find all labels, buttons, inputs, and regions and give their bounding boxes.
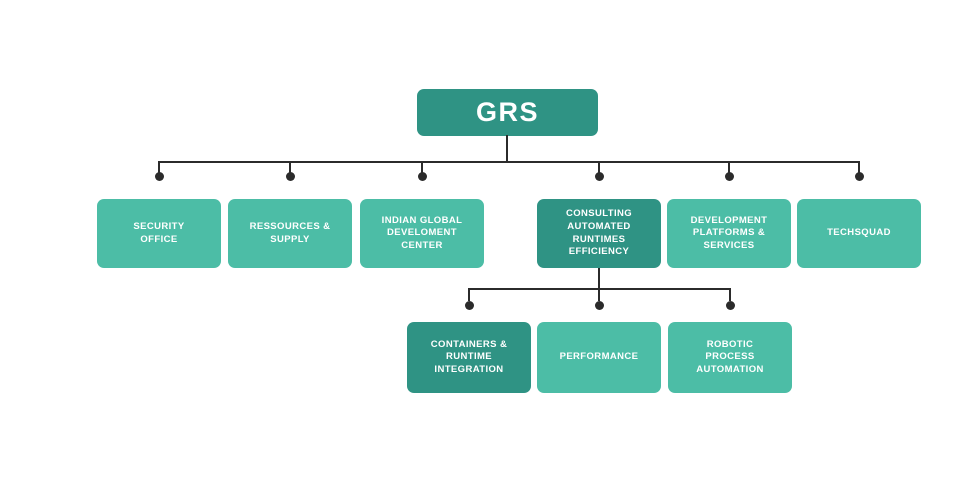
connector-stub xyxy=(158,161,160,174)
org-node-label: RESSOURCES & SUPPLY xyxy=(249,220,331,245)
org-node-label: TECHSQUAD xyxy=(827,227,891,239)
org-node-ressources-supply: RESSOURCES & SUPPLY xyxy=(228,199,352,268)
connector-consulting-vertical xyxy=(598,268,600,290)
connector-dot xyxy=(464,301,474,310)
connector-dot xyxy=(154,172,164,181)
connector-dot xyxy=(285,172,295,181)
connector-dot xyxy=(594,301,604,310)
org-node-security-office: SECURITY OFFICE xyxy=(97,199,221,268)
org-node-development-platforms-services: DEVELOPMENT PLATFORMS & SERVICES xyxy=(667,199,791,268)
org-node-label: CONTAINERS & RUNTIME INTEGRATION xyxy=(430,338,508,375)
org-node-techsquad: TECHSQUAD xyxy=(797,199,921,268)
org-node-grs: GRS xyxy=(417,89,598,136)
org-node-robotic-process-automation: ROBOTIC PROCESS AUTOMATION xyxy=(668,322,792,393)
connector-stub xyxy=(858,161,860,174)
org-node-consulting-automated-runtimes-efficiency: CONSULTING AUTOMATED RUNTIMES EFFICIENCY xyxy=(537,199,661,268)
org-node-performance: PERFORMANCE xyxy=(537,322,661,393)
connector-stub xyxy=(598,288,600,301)
org-node-containers-runtime-integration: CONTAINERS & RUNTIME INTEGRATION xyxy=(407,322,531,393)
connector-dot xyxy=(724,172,734,181)
connector-root-vertical xyxy=(506,135,508,162)
connector-level2-horizontal xyxy=(158,161,860,163)
connector-stub xyxy=(289,161,291,174)
connector-stub xyxy=(598,161,600,174)
org-node-label: INDIAN GLOBAL DEVELOMENT CENTER xyxy=(381,214,463,251)
org-node-label: DEVELOPMENT PLATFORMS & SERVICES xyxy=(690,214,768,251)
connector-dot xyxy=(417,172,427,181)
connector-dot xyxy=(594,172,604,181)
connector-stub xyxy=(468,288,470,301)
org-node-label: CONSULTING AUTOMATED RUNTIMES EFFICIENCY xyxy=(565,208,633,258)
connector-stub xyxy=(729,288,731,301)
org-node-label: GRS xyxy=(475,97,539,127)
org-node-label: PERFORMANCE xyxy=(559,351,639,363)
connector-stub xyxy=(421,161,423,174)
connector-dot xyxy=(854,172,864,181)
org-node-label: SECURITY OFFICE xyxy=(133,220,185,245)
org-node-indian-global-develoment-center: INDIAN GLOBAL DEVELOMENT CENTER xyxy=(360,199,484,268)
connector-stub xyxy=(728,161,730,174)
connector-dot xyxy=(725,301,735,310)
org-node-label: ROBOTIC PROCESS AUTOMATION xyxy=(696,338,764,375)
